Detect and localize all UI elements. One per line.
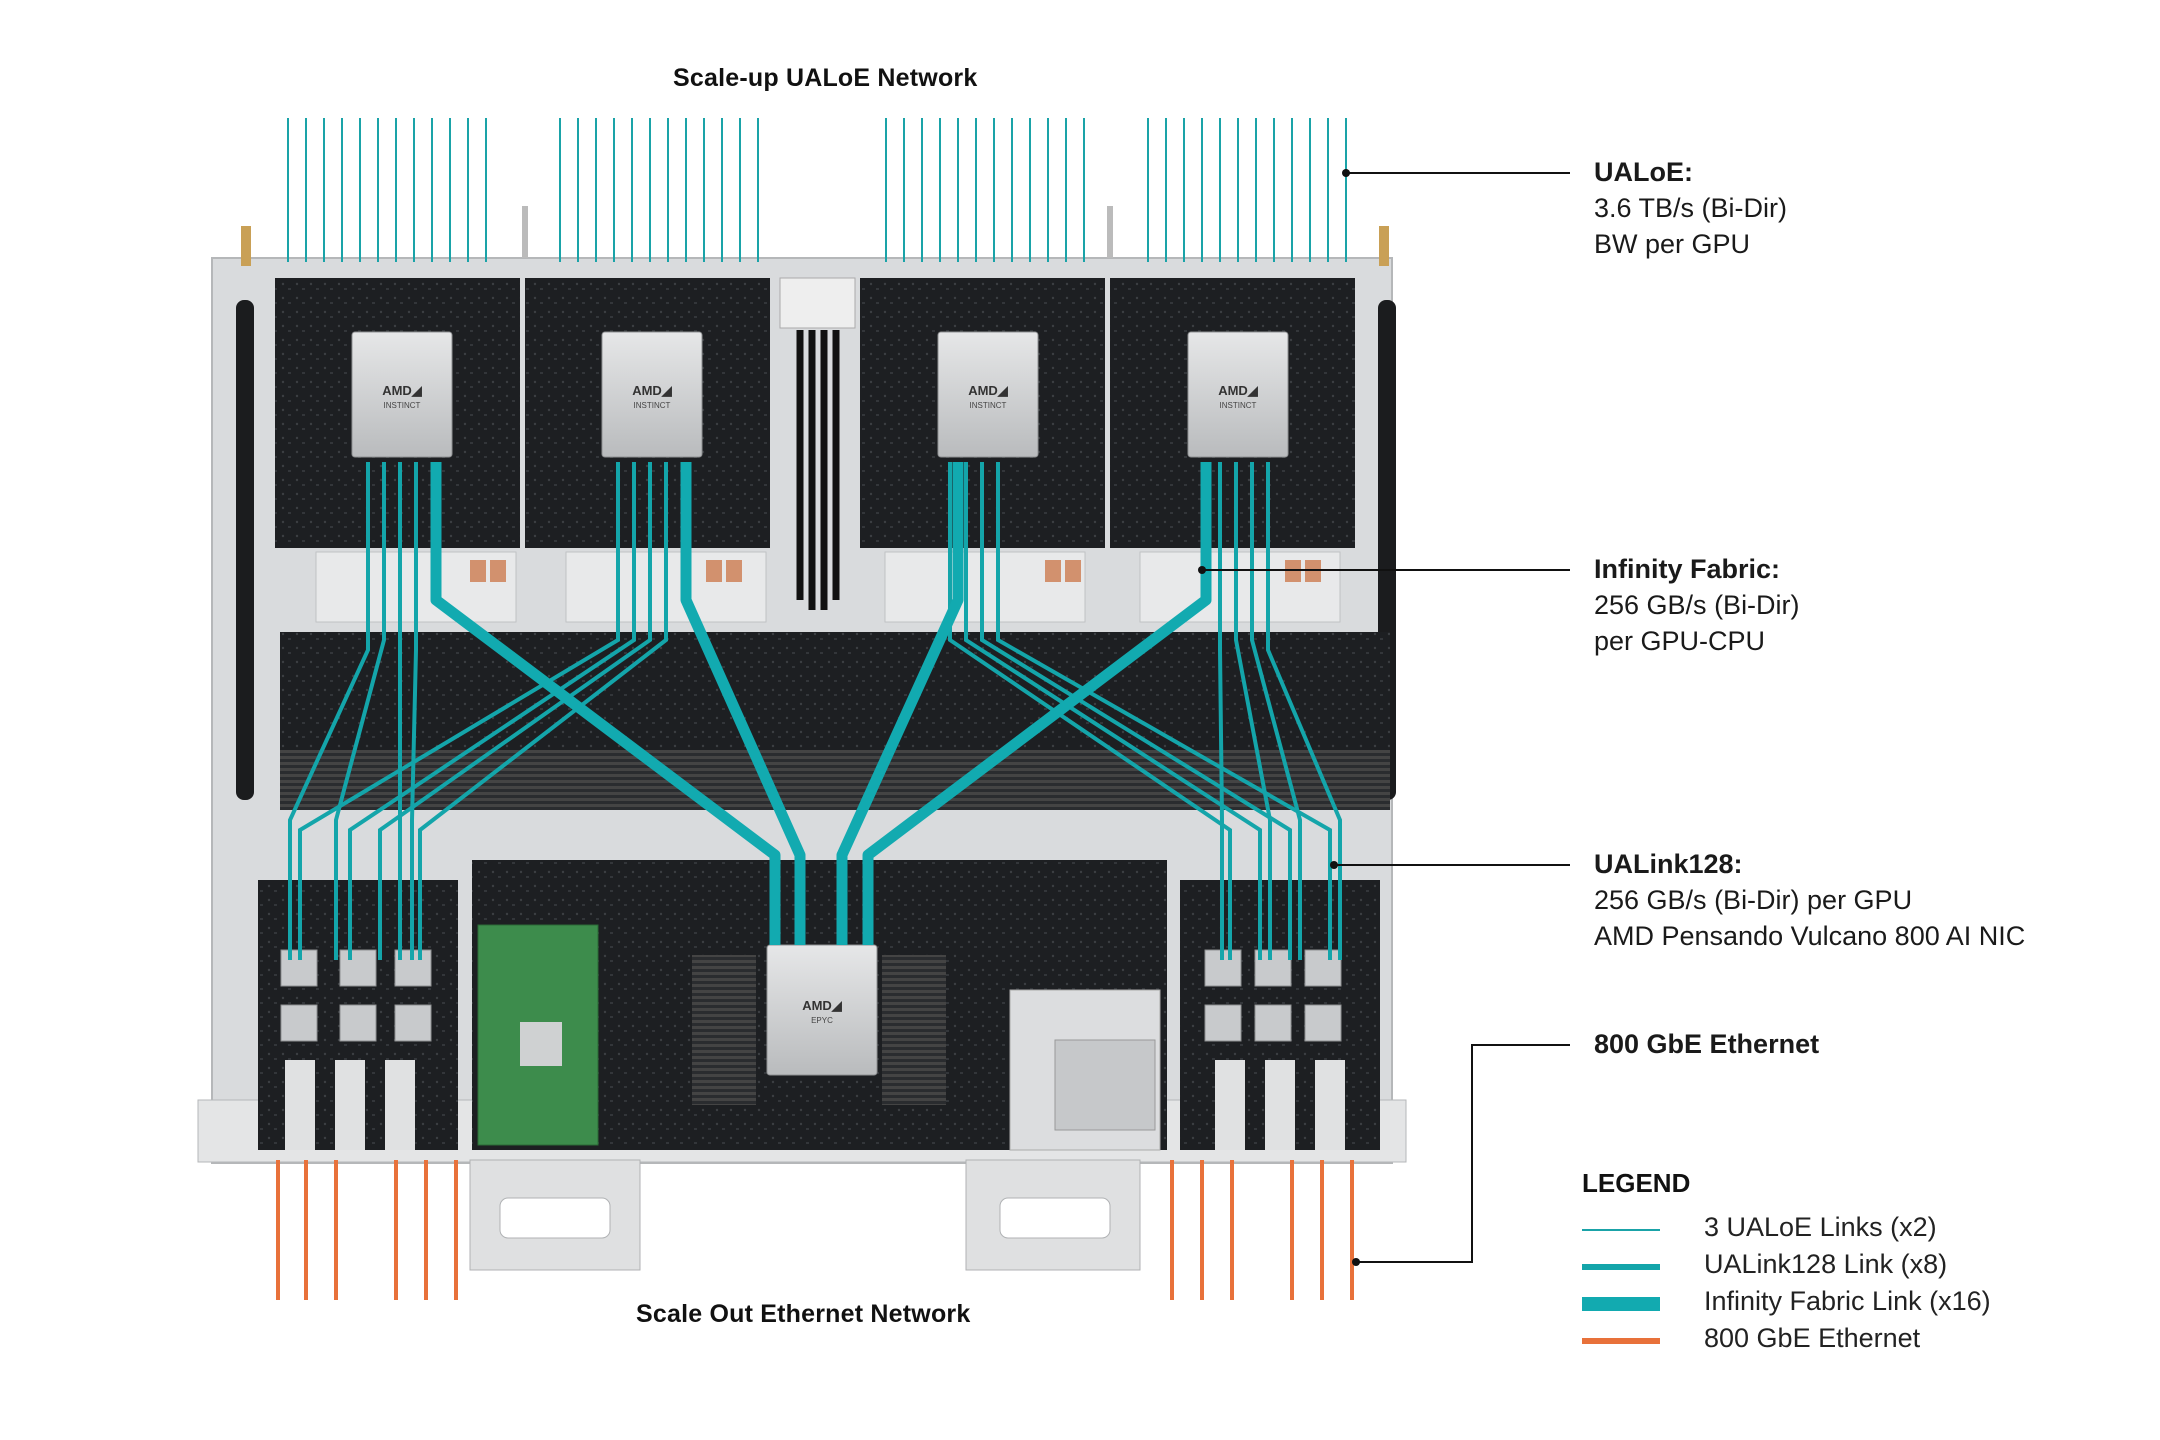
callout-lines xyxy=(1202,172,1570,1263)
cpu-chip-model: EPYC xyxy=(811,1016,833,1025)
ethernet-annotation-head: 800 GbE Ethernet xyxy=(1594,1029,1820,1059)
ualink128-links xyxy=(288,462,1342,960)
gpu-chip-2-model: INSTINCT xyxy=(634,401,671,410)
gpu-chip-1-brand: AMD◢ xyxy=(382,383,423,398)
legend-item-ualoe: 3 UALoE Links (x2) xyxy=(1582,1212,2042,1248)
ualoe-annotation-line2: BW per GPU xyxy=(1594,229,1751,259)
ualoe-annotation: UALoE: 3.6 TB/s (Bi-Dir) BW per GPU xyxy=(1594,154,1787,262)
ualoe-annotation-line1: 3.6 TB/s (Bi-Dir) xyxy=(1594,193,1788,223)
dimm-bank-left xyxy=(692,955,756,1105)
ualink-annotation-line1: 256 GB/s (Bi-Dir) per GPU xyxy=(1594,885,1913,915)
gpu-chip-2: AMD◢ INSTINCT xyxy=(601,331,703,458)
legend-item-infinity-fabric: Infinity Fabric Link (x16) xyxy=(1582,1286,2042,1322)
scale-out-network-title: Scale Out Ethernet Network xyxy=(636,1300,971,1328)
infinity-fabric-annotation-line1: 256 GB/s (Bi-Dir) xyxy=(1594,590,1800,620)
infinity-fabric-annotation-head: Infinity Fabric: xyxy=(1594,554,1781,584)
gpu-chip-3-brand: AMD◢ xyxy=(968,383,1009,398)
ualoe-annotation-head: UALoE: xyxy=(1594,157,1693,187)
ethernet-links xyxy=(276,1160,1354,1300)
infinity-fabric-annotation-line2: per GPU-CPU xyxy=(1594,626,1766,656)
gpu-chip-3: AMD◢ INSTINCT xyxy=(937,331,1039,458)
legend-label-ualink: UALink128 Link (x8) xyxy=(1704,1249,1948,1279)
ualink-annotation: UALink128: 256 GB/s (Bi-Dir) per GPU AMD… xyxy=(1594,846,2025,954)
legend-swatch-infinity-fabric xyxy=(1582,1297,1660,1311)
ualink-annotation-head: UALink128: xyxy=(1594,849,1743,879)
legend-label-infinity-fabric: Infinity Fabric Link (x16) xyxy=(1704,1286,1991,1316)
infinity-fabric-annotation: Infinity Fabric: 256 GB/s (Bi-Dir) per G… xyxy=(1594,551,1800,659)
legend-label-ualoe: 3 UALoE Links (x2) xyxy=(1704,1212,1937,1242)
gpu-chip-1-model: INSTINCT xyxy=(384,401,421,410)
ethernet-annotation: 800 GbE Ethernet xyxy=(1594,1026,1819,1062)
gpu-chip-4-model: INSTINCT xyxy=(1220,401,1257,410)
cpu-chip: AMD◢ EPYC xyxy=(766,944,878,1076)
ualink-annotation-line2: AMD Pensando Vulcano 800 AI NIC xyxy=(1594,921,2026,951)
callout-dots xyxy=(1198,169,1360,1266)
cpu-chip-brand: AMD◢ xyxy=(802,998,843,1013)
gpu-chip-4-brand: AMD◢ xyxy=(1218,383,1259,398)
ualoe-links xyxy=(287,118,1347,262)
legend-title: LEGEND xyxy=(1582,1168,1691,1198)
legend-swatch-ualoe xyxy=(1582,1229,1660,1231)
gpu-chip-2-brand: AMD◢ xyxy=(632,383,673,398)
legend: LEGEND 3 UALoE Links (x2) UALink128 Link… xyxy=(1582,1168,1991,1353)
legend-item-ethernet: 800 GbE Ethernet xyxy=(1582,1323,2042,1359)
center-cable-bundle xyxy=(779,277,856,610)
legend-item-ualink: UALink128 Link (x8) xyxy=(1582,1249,2042,1285)
infinity-fabric-links xyxy=(430,462,1212,945)
dimm-bank-right xyxy=(882,955,946,1105)
legend-swatch-ualink xyxy=(1582,1264,1660,1270)
legend-swatch-ethernet xyxy=(1582,1338,1660,1344)
gpu-chip-4: AMD◢ INSTINCT xyxy=(1187,331,1289,458)
gpu-chip-1: AMD◢ INSTINCT xyxy=(351,331,453,458)
gpu-chip-3-model: INSTINCT xyxy=(970,401,1007,410)
legend-label-ethernet: 800 GbE Ethernet xyxy=(1704,1323,1921,1353)
scale-up-network-title: Scale-up UALoE Network xyxy=(673,64,978,92)
